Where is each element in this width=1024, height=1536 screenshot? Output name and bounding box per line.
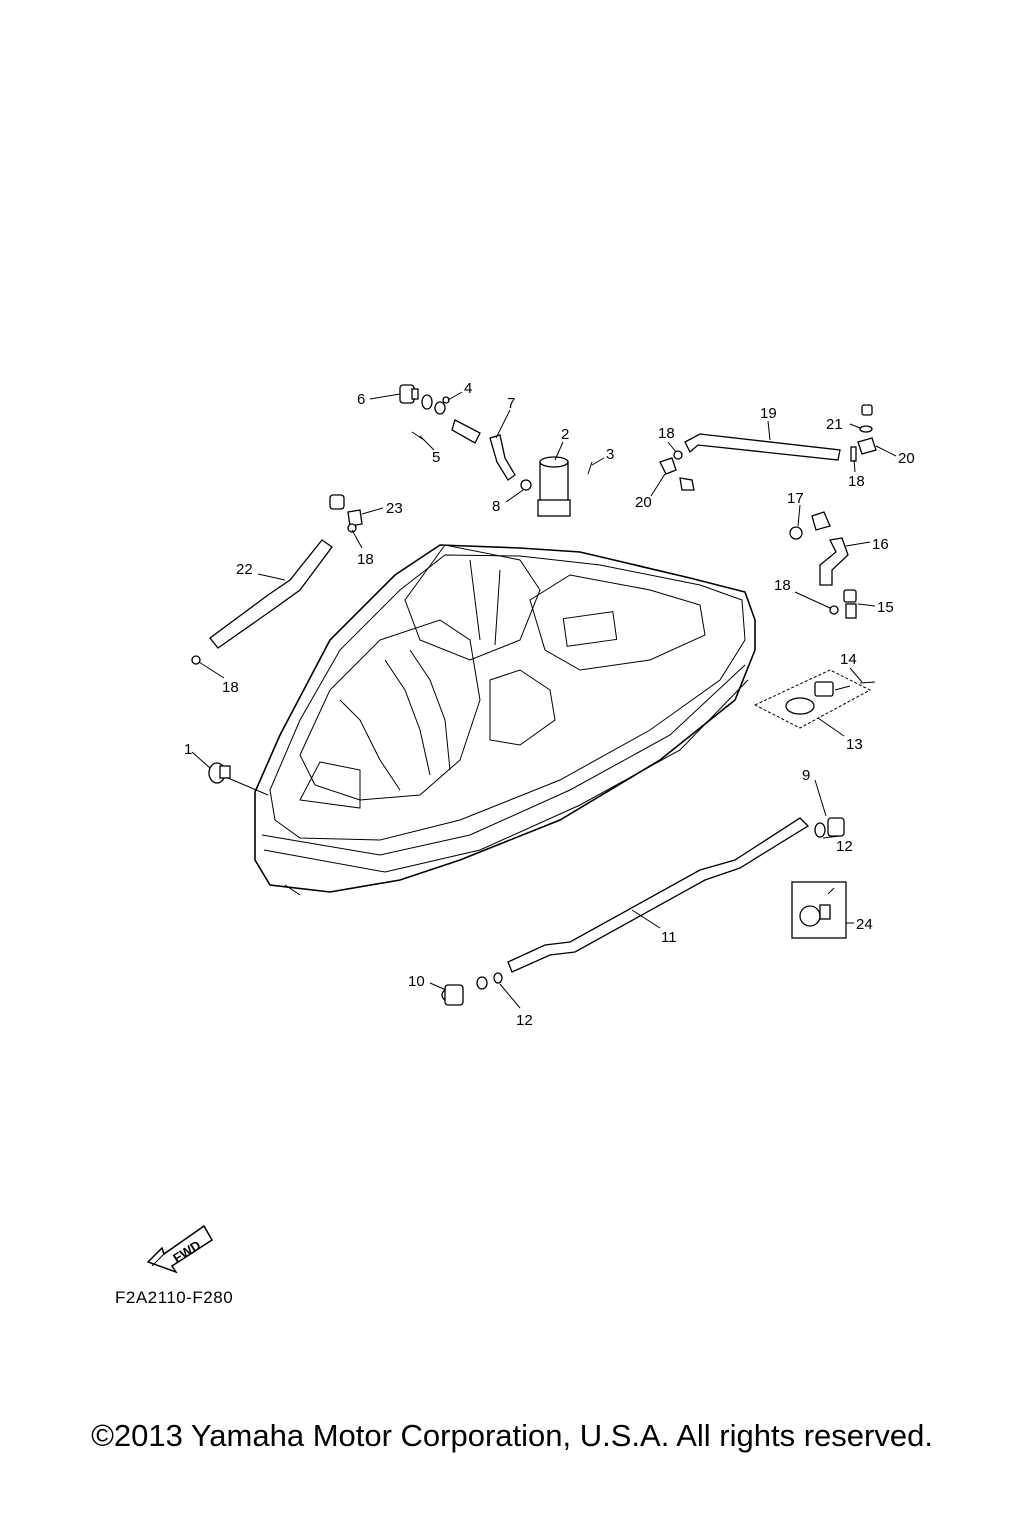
callout-15: 15: [877, 599, 894, 616]
leader-lines: [191, 391, 897, 1009]
part-24-kit: [791, 881, 847, 939]
forward-direction-arrow-icon: FWD: [146, 1224, 214, 1274]
callout-12-bottom: 12: [516, 1012, 533, 1029]
part-20-elbow-right: [857, 437, 877, 455]
callout-6: 6: [357, 391, 365, 408]
copyright-notice: ©2013 Yamaha Motor Corporation, U.S.A. A…: [91, 1418, 933, 1453]
part-21-fitting: [859, 404, 873, 433]
callout-2: 2: [561, 426, 569, 443]
part-13-drain-plate: [753, 669, 872, 729]
part-8-clamp: [520, 479, 532, 491]
callout-numbers: 6 4 5 7 2 3 8 19 18 21 20 18 20 17 16 18…: [184, 380, 915, 1029]
callout-1: 1: [184, 741, 192, 758]
part-17-fitting: [789, 511, 831, 540]
callout-18-left-top: 18: [357, 551, 374, 568]
part-20-elbow: [659, 457, 677, 475]
callout-5: 5: [432, 449, 440, 466]
part-18-clamp-lower: [829, 605, 839, 615]
part-16-hose: [819, 537, 849, 586]
part-1-fitting: [208, 762, 231, 784]
callout-21: 21: [826, 416, 843, 433]
part-3-screw: [587, 461, 593, 475]
part-19-hose: [684, 433, 841, 461]
diagram-code: F2A2110-F280: [115, 1288, 234, 1307]
callout-10: 10: [408, 973, 425, 990]
callout-24: 24: [856, 916, 873, 933]
callout-13: 13: [846, 736, 863, 753]
part-11-tube: [507, 817, 810, 973]
callout-11: 11: [661, 929, 677, 946]
callout-7: 7: [507, 395, 515, 412]
callout-9: 9: [802, 767, 810, 784]
callout-18-top-right: 18: [848, 473, 865, 490]
part-10-fitting: [441, 972, 503, 1006]
callout-22: 22: [236, 561, 253, 578]
callout-8: 8: [492, 498, 500, 515]
callout-3: 3: [606, 446, 614, 463]
part-14-screw: [859, 681, 876, 684]
part-18-clamp-left: [191, 655, 201, 665]
part-18-clamp: [673, 450, 683, 460]
part-9-fitting: [814, 817, 845, 838]
callout-16: 16: [872, 536, 889, 553]
callout-18-top-left: 18: [658, 425, 675, 442]
part-15-fitting: [843, 589, 857, 619]
part-7-hose: [451, 419, 481, 444]
callout-12-right: 12: [836, 838, 853, 855]
callout-19: 19: [760, 405, 777, 422]
boat-hull: [254, 544, 756, 896]
callout-14: 14: [840, 651, 857, 668]
callout-20-left: 20: [635, 494, 652, 511]
part-18-clamp-right: [850, 446, 857, 462]
callout-18-left-bottom: 18: [222, 679, 239, 696]
callout-18-right: 18: [774, 577, 791, 594]
part-grommet: [679, 477, 695, 491]
part-23-fitting: [329, 494, 363, 533]
callout-17: 17: [787, 490, 804, 507]
part-22-hose: [209, 539, 333, 649]
part-7-bent-hose: [489, 434, 516, 481]
callout-4: 4: [464, 380, 472, 397]
callout-20-right: 20: [898, 450, 915, 467]
callout-23: 23: [386, 500, 403, 517]
part-washers: [421, 394, 450, 415]
part-2-canister: [537, 456, 571, 517]
part-6-fitting: [399, 384, 419, 404]
part-shapes: [191, 384, 877, 1006]
